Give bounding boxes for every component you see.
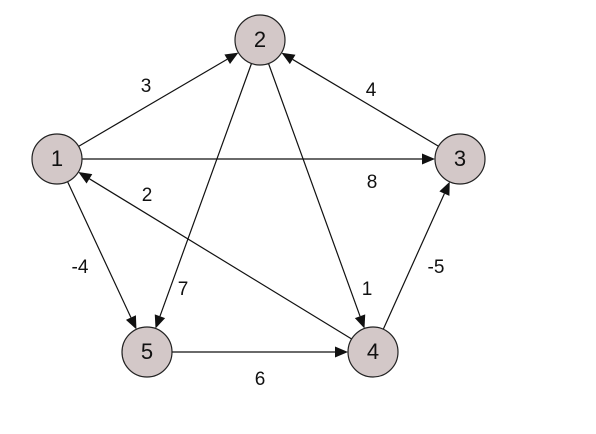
arrowhead-icon [78, 172, 93, 184]
node-label: 5 [141, 339, 153, 364]
edge-weight-label: 1 [362, 279, 373, 300]
arrowhead-icon [439, 181, 450, 196]
edge-line [292, 58, 439, 147]
edge-weight-label: -4 [72, 257, 89, 278]
edge-1-to-5: -4 [67, 181, 137, 330]
edge-weight-label: 6 [255, 369, 266, 390]
node-circle [31, 133, 83, 185]
edge-line [382, 193, 445, 330]
edge-weight-label: 2 [142, 185, 153, 206]
node-circle [121, 326, 173, 378]
node-label: 1 [51, 146, 63, 171]
edge-line [67, 181, 132, 318]
edge-weight-label: -5 [428, 257, 445, 278]
edge-4-to-1: 2 [78, 172, 352, 340]
node-3: 3 [434, 133, 486, 185]
edge-weight-label: 3 [141, 76, 152, 97]
edge-1-to-2: 3 [78, 52, 239, 147]
node-label: 4 [367, 339, 379, 364]
arrowhead-icon [335, 346, 348, 358]
node-circle [234, 14, 286, 66]
edge-2-to-5: 7 [154, 63, 253, 329]
arrowhead-icon [354, 314, 366, 329]
edge-1-to-3: 8 [82, 153, 435, 193]
edge-line [267, 63, 361, 317]
node-4: 4 [347, 326, 399, 378]
node-circle [347, 326, 399, 378]
node-1: 1 [31, 133, 83, 185]
edge-line [78, 58, 228, 147]
arrowhead-icon [224, 52, 239, 64]
arrowhead-icon [281, 52, 296, 65]
arrowhead-icon [125, 315, 137, 330]
edge-5-to-4: 6 [172, 346, 348, 390]
node-circle [434, 133, 486, 185]
edge-2-to-4: 1 [267, 63, 373, 329]
edge-weight-label: 7 [178, 279, 189, 300]
nodes-layer: 1 2 3 4 5 [31, 14, 486, 378]
edge-4-to-3: -5 [382, 181, 450, 330]
node-5: 5 [121, 326, 173, 378]
edge-line [159, 63, 253, 317]
edge-weight-label: 8 [367, 172, 378, 193]
arrowhead-icon [422, 153, 435, 165]
edge-3-to-2: 4 [281, 52, 439, 147]
edge-weight-label: 4 [366, 80, 377, 101]
edges-layer: 3 8 -4 7 1 4 2 -5 6 [67, 52, 450, 390]
node-2: 2 [234, 14, 286, 66]
arrowhead-icon [154, 314, 166, 329]
node-label: 3 [454, 146, 466, 171]
edge-line [89, 178, 352, 340]
node-label: 2 [254, 27, 266, 52]
